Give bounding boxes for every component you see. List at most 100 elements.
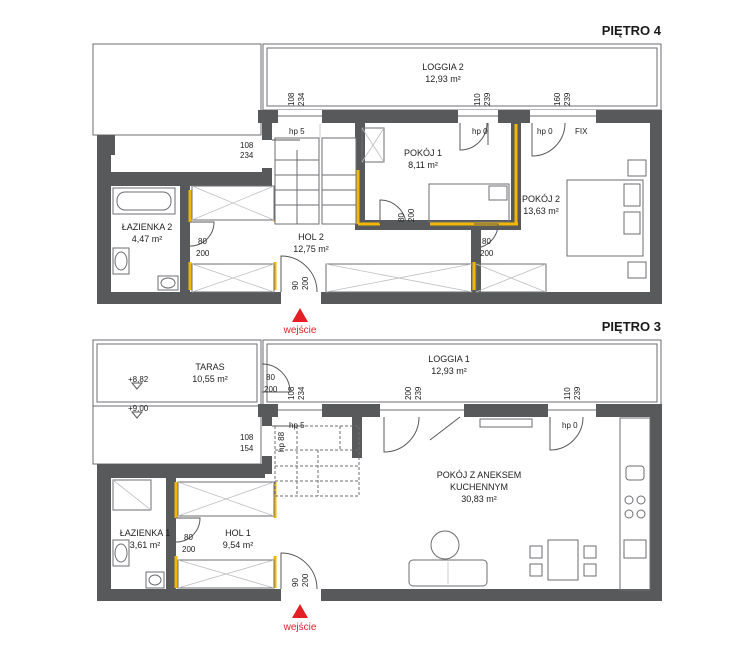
entrance-arrow-icon (292, 604, 308, 618)
wardrobe (177, 559, 275, 589)
svg-text:+8,82: +8,82 (128, 375, 149, 384)
svg-text:200: 200 (301, 573, 310, 587)
floor-3-title: PIĘTRO 3 (602, 319, 661, 334)
wardrobe (325, 263, 473, 293)
room-name: LOGGIA 1 (428, 354, 470, 364)
room-area: 10,55 m² (192, 374, 228, 384)
bath-door (189, 221, 215, 247)
svg-text:hp 88: hp 88 (277, 431, 286, 452)
wall-west (97, 464, 111, 601)
svg-text:90: 90 (291, 281, 300, 290)
taras-door (261, 363, 291, 393)
room-area: 8,11 m² (408, 160, 438, 170)
svg-text:234: 234 (240, 151, 254, 160)
wall-bath-north (111, 172, 272, 186)
round-table (430, 530, 460, 560)
wall-bath-north (97, 464, 265, 478)
svg-text:hp 0: hp 0 (537, 127, 553, 136)
wall-room1-west (355, 110, 365, 224)
svg-text:239: 239 (563, 92, 572, 106)
room-name: ŁAZIENKA 1 (120, 528, 171, 538)
toilet (145, 571, 165, 589)
bed (428, 183, 510, 223)
room-name: HOL 1 (225, 528, 251, 538)
svg-text:200: 200 (404, 386, 413, 400)
svg-text:200: 200 (264, 385, 278, 394)
svg-text:hp 5: hp 5 (289, 421, 305, 430)
svg-text:110: 110 (473, 93, 482, 106)
wall-bath-east (166, 478, 176, 589)
stove-icon (624, 495, 634, 505)
bathtub (112, 187, 176, 215)
svg-text:hp 0: hp 0 (472, 127, 488, 136)
svg-text:200: 200 (301, 276, 310, 290)
room-name: POKÓJ 2 (522, 194, 560, 204)
floor-4-plan: PIĘTRO 4 (92, 23, 662, 336)
room-area: 12,75 m² (293, 244, 329, 254)
room-area: 4,47 m² (132, 234, 163, 244)
svg-text:200: 200 (480, 249, 494, 258)
svg-text:80: 80 (184, 533, 193, 542)
wall-east (650, 404, 662, 601)
entrance-label: wejście (283, 325, 317, 336)
svg-text:80: 80 (198, 237, 207, 246)
wall-south (97, 292, 662, 304)
svg-text:239: 239 (414, 386, 423, 400)
svg-text:80: 80 (397, 213, 406, 222)
wall-south (97, 589, 662, 601)
svg-text:239: 239 (573, 386, 582, 400)
bed (566, 179, 644, 257)
entrance-label: wejście (283, 622, 317, 633)
svg-text:200: 200 (182, 545, 196, 554)
room-name: POKÓJ Z ANEKSEM (437, 470, 522, 480)
svg-text:234: 234 (297, 386, 306, 400)
bath-door (175, 517, 201, 543)
wardrobe (191, 185, 275, 221)
svg-text:108: 108 (240, 141, 254, 150)
svg-text:hp 0: hp 0 (562, 421, 578, 430)
svg-text:234: 234 (297, 92, 306, 106)
room-name: LOGGIA 2 (422, 62, 464, 72)
svg-text:108: 108 (240, 433, 254, 442)
room-name-line2: KUCHENNYM (450, 482, 508, 492)
washbasin (112, 539, 130, 567)
svg-text:154: 154 (240, 444, 254, 453)
svg-text:200: 200 (196, 249, 210, 258)
sink-icon (625, 465, 645, 481)
entrance-arrow-icon (292, 308, 308, 322)
window-door-arc (459, 122, 488, 151)
kitchen-counter (619, 417, 651, 591)
wardrobe (177, 481, 275, 517)
svg-text:+9,00: +9,00 (128, 404, 149, 413)
room-name: TARAS (195, 362, 224, 372)
svg-text:200: 200 (407, 208, 416, 222)
svg-text:239: 239 (483, 92, 492, 106)
room2-door (473, 223, 499, 249)
room-area: 13,63 m² (523, 206, 559, 216)
shower (112, 479, 152, 511)
room-area: 12,93 m² (431, 366, 467, 376)
entrance-door (280, 255, 318, 293)
svg-text:80: 80 (266, 373, 275, 382)
svg-text:108: 108 (287, 386, 296, 400)
stairs-3 (274, 425, 360, 497)
room-area: 30,83 m² (461, 494, 497, 504)
svg-text:FIX: FIX (575, 127, 588, 136)
room-name: POKÓJ 1 (404, 148, 442, 158)
level-marker-icon (130, 382, 144, 390)
wall-bath-east (180, 186, 190, 292)
svg-text:hp 5: hp 5 (289, 127, 305, 136)
wall-west (97, 135, 111, 304)
toilet (157, 275, 179, 291)
svg-text:110: 110 (563, 387, 572, 400)
loggia-2-outline (262, 43, 662, 111)
dining-table (547, 539, 579, 581)
taras-outline (92, 339, 262, 407)
sofa (408, 559, 488, 587)
room-area: 12,93 m² (425, 74, 461, 84)
left-terrace-outline (92, 43, 262, 136)
svg-text:80: 80 (482, 237, 491, 246)
svg-text:108: 108 (287, 92, 296, 106)
washbasin (112, 247, 130, 275)
